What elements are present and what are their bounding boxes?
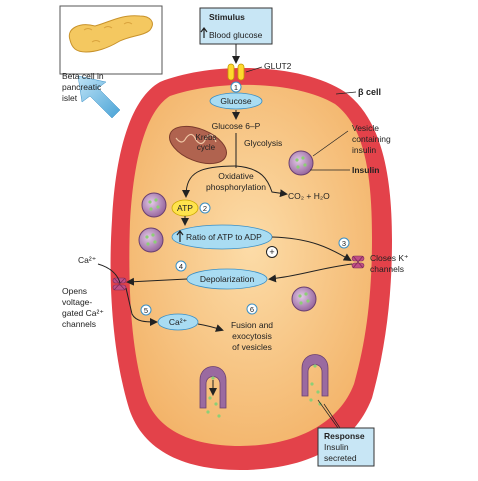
glucose-label: Glucose [220, 96, 251, 106]
glucose-pill [209, 92, 263, 110]
step-5-badge [140, 304, 152, 316]
vesicle-label-2: containing [352, 134, 391, 144]
ratio-up-arrow-icon [176, 230, 184, 242]
step-2-label: 2 [203, 204, 207, 213]
stimulus-text: Blood glucose [209, 30, 263, 40]
oxphos-label-2: phosphorylation [206, 182, 266, 192]
step-4-label: 4 [179, 262, 183, 271]
krebs-label-2: cycle [197, 143, 216, 152]
up-arrow-icon [200, 27, 208, 38]
stimulus-box: Stimulus Blood glucose [199, 7, 273, 45]
pancreas-inset [59, 5, 163, 75]
step-1-badge [230, 81, 242, 93]
vesicle-icon [138, 227, 164, 253]
vesicle-icon [141, 192, 167, 218]
opens-label-4: channels [62, 319, 96, 329]
ca-outside-label: Ca²⁺ [78, 255, 96, 265]
zoom-arrow-icon [77, 75, 121, 119]
step-2-badge [199, 202, 211, 214]
depolarization-label: Depolarization [200, 274, 255, 284]
opens-label-2: voltage- [62, 297, 92, 307]
co2-h2o-label: CO₂ + H₂O [288, 191, 330, 201]
vesicle-label-1: Vesicle [352, 123, 379, 133]
closes-k-label-2: channels [370, 264, 404, 274]
plus-label: + [269, 247, 274, 257]
vesicle-icon [291, 286, 317, 312]
response-line-2: secreted [324, 453, 357, 463]
step-5-label: 5 [144, 306, 148, 315]
beta-cell-islet-label-2: pancreatic [62, 82, 102, 92]
response-title: Response [324, 431, 365, 441]
atp-label: ATP [177, 203, 193, 213]
pancreas-icon [68, 15, 153, 53]
beta-cell-islet-label-1: Beta cell in [62, 71, 104, 81]
glucose6p-label: Glucose 6–P [212, 121, 261, 131]
plus-badge [266, 246, 278, 258]
step-1-label: 1 [234, 83, 238, 92]
vesicle-icon [288, 150, 314, 176]
step-4-badge [175, 260, 187, 272]
mitochondrion-icon [169, 125, 227, 165]
k-channel-icon [351, 255, 365, 269]
ca-inside-label: Ca²⁺ [169, 317, 187, 327]
response-box: Response Insulin secreted [317, 427, 375, 467]
stimulus-title: Stimulus [209, 12, 245, 22]
step-3-label: 3 [342, 239, 346, 248]
opens-label-3: gated Ca²⁺ [62, 308, 104, 318]
exocytosis-left-icon [199, 366, 227, 418]
glut2-label: GLUT2 [264, 61, 292, 71]
oxphos-label-1: Oxidative [218, 171, 254, 181]
fusion-label-3: of vesicles [232, 342, 272, 352]
fusion-label-2: exocytosis [232, 331, 272, 341]
exocytosis-right-icon [301, 354, 329, 406]
krebs-label-1: Krebs [196, 133, 217, 142]
step-3-badge [338, 237, 350, 249]
vesicle-label-3: insulin [352, 145, 376, 155]
response-line-1: Insulin [324, 442, 349, 452]
glycolysis-label: Glycolysis [244, 138, 282, 148]
fusion-label-1: Fusion and [231, 320, 273, 330]
beta-cell-label: β cell [358, 87, 381, 97]
glut2-transporter-icon [227, 63, 245, 81]
beta-cell-islet-label-3: islet [62, 93, 78, 103]
insulin-label: Insulin [352, 165, 379, 175]
opens-label-1: Opens [62, 286, 87, 296]
closes-k-label-1: Closes K⁺ [370, 253, 409, 263]
step-6-badge [246, 303, 258, 315]
ratio-label: Ratio of ATP to ADP [186, 232, 262, 242]
step-6-label: 6 [250, 305, 254, 314]
ca-inside-pill [157, 313, 199, 331]
